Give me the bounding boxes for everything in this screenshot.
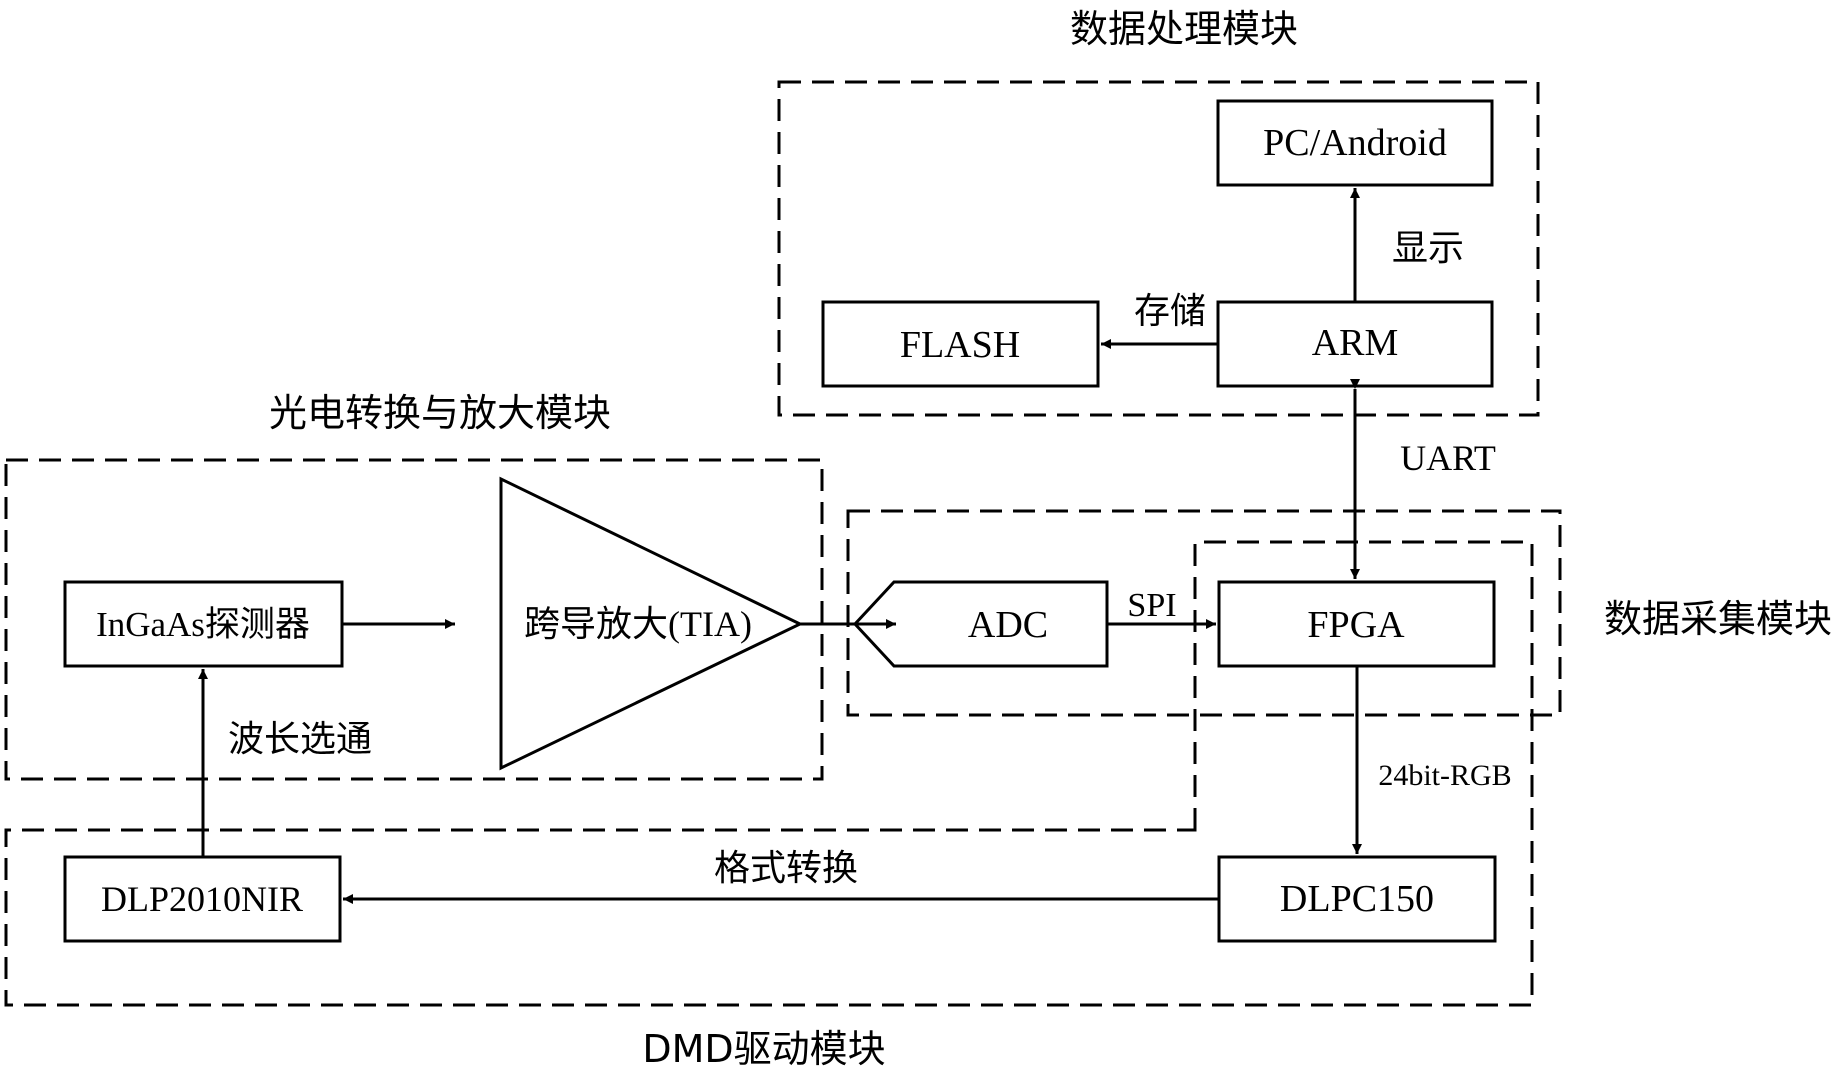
arm-label: ARM [1312, 322, 1399, 364]
ingaas-detector-block [63, 580, 344, 668]
acquisition-module-boundary [846, 509, 1562, 717]
acquisition-module-title: 数据采集模块 [1604, 597, 1832, 641]
spi-edge-label: SPI [1127, 587, 1176, 624]
rgb-edge-label: 24bit-RGB [1378, 759, 1511, 792]
pc-android-block [1216, 99, 1494, 187]
format-conversion-edge-label: 格式转换 [714, 848, 858, 889]
data-processing-module-title: 数据处理模块 [1070, 7, 1298, 51]
tia-label: 跨导放大(TIA) [524, 604, 752, 644]
uart-edge-label: UART [1400, 438, 1496, 478]
ingaas-detector-label: InGaAs探测器 [96, 605, 310, 644]
dlpc150-block [1217, 855, 1497, 943]
flash-label: FLASH [900, 324, 1020, 366]
adc-block [852, 580, 1109, 668]
photoelectric-module-boundary [4, 458, 824, 781]
fpga-block [1217, 580, 1496, 668]
photoelectric-module-title: 光电转换与放大模块 [269, 391, 611, 435]
flash-block [821, 300, 1100, 388]
data-processing-module-boundary [777, 80, 1540, 417]
tia-amplifier-triangle [499, 476, 804, 771]
display-edge-label: 显示 [1392, 228, 1464, 269]
arm-block [1216, 300, 1494, 388]
adc-label: ADC [968, 604, 1048, 646]
dlpc150-label: DLPC150 [1280, 878, 1434, 920]
fpga-label: FPGA [1307, 604, 1405, 646]
wavelength-selection-edge-label: 波长选通 [228, 719, 372, 760]
dmd-driver-module-boundary [4, 540, 1534, 1007]
dmd-driver-module-title: DMD驱动模块 [642, 1027, 885, 1071]
storage-edge-label: 存储 [1134, 291, 1206, 332]
dlp2010nir-label: DLP2010NIR [101, 879, 303, 919]
pc-android-label: PC/Android [1263, 122, 1447, 164]
